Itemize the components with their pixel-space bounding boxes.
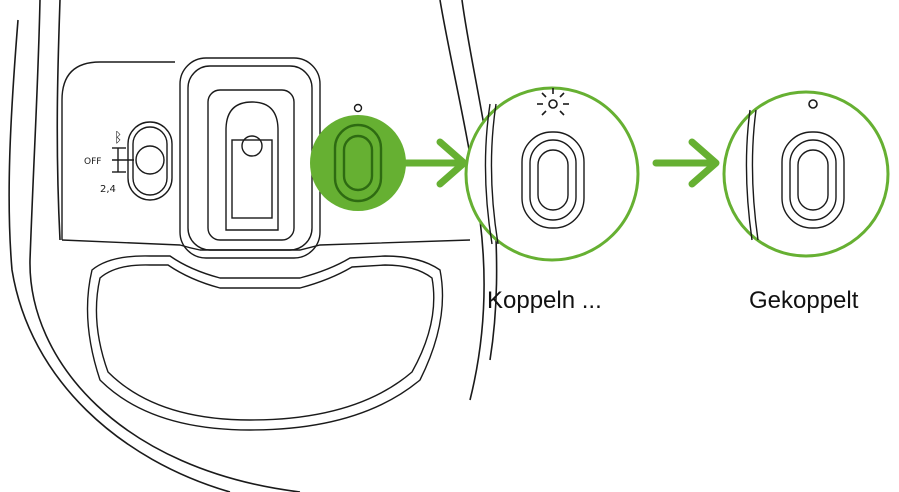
led-blinking-icon <box>537 88 569 116</box>
power-switch <box>112 121 173 201</box>
pairing-button <box>333 123 383 203</box>
bluetooth-icon: ᛒ <box>114 130 122 146</box>
arrow-right-icon <box>400 138 468 188</box>
palm-rest <box>86 255 444 431</box>
pairing-button-highlight <box>310 115 406 211</box>
arrow-right-icon <box>652 138 720 188</box>
zoom-circle-pairing <box>464 86 640 262</box>
led-dot <box>353 103 363 113</box>
step-caption-pairing: Koppeln ... <box>487 287 602 314</box>
step-caption-paired: Gekoppelt <box>749 287 859 314</box>
zoom-circle-paired <box>722 90 890 258</box>
sensor-housing <box>179 57 321 259</box>
led-off-icon <box>808 99 818 109</box>
mouse-body <box>8 0 498 492</box>
switch-label-off: OFF <box>84 157 101 167</box>
switch-label-rf: 2,4 <box>100 184 116 195</box>
